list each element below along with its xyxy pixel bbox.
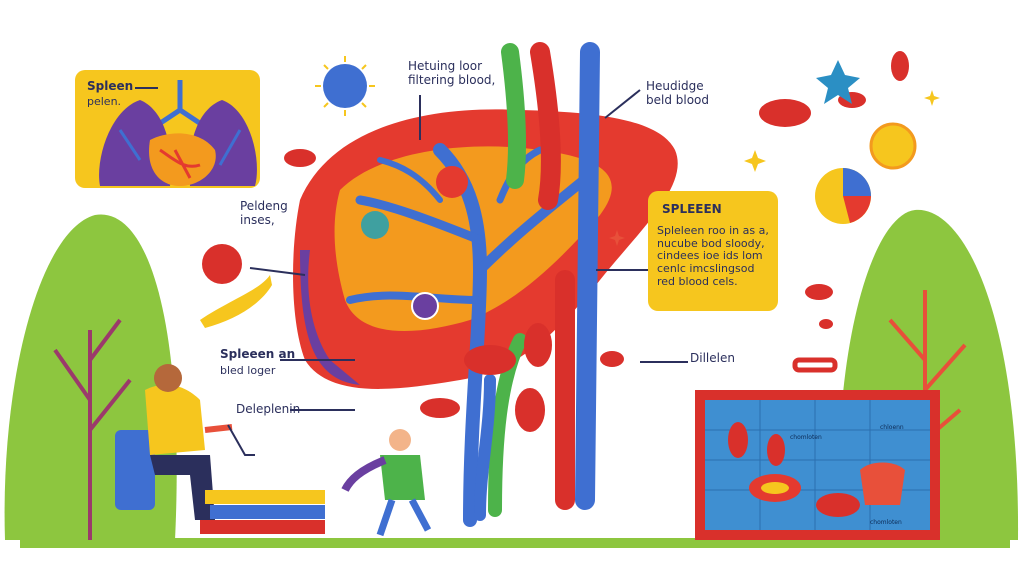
blood-cells: [284, 51, 909, 432]
board-tiny-label-1: chomloten: [790, 434, 822, 441]
person-sitting: [115, 364, 255, 520]
lungs-card-subtitle: pelen.: [87, 95, 122, 108]
main-vessels: [474, 42, 600, 521]
filtering-blood-label: Hetuing loor filtering blood,: [408, 59, 496, 87]
info-card-body: Spleleen roo in as a, nucube bod sloody,…: [657, 224, 769, 288]
info-card-title: SPLEEEN: [662, 202, 722, 216]
child-running: [341, 429, 432, 537]
blood-storage-label: Heudidge beld blood: [646, 79, 710, 107]
ground-strip: [20, 538, 1010, 548]
pointer-lines: [249, 89, 688, 411]
virus-icon: [315, 56, 375, 116]
lungs-icon: [99, 80, 257, 186]
cell-red-left: [202, 244, 242, 284]
book-stack: [200, 490, 325, 534]
spleen-an-label: Spleeen an: [220, 347, 296, 361]
board-tiny-label-2: chloenn: [880, 424, 904, 431]
board-tiny-label-3: chomloten: [870, 519, 902, 526]
chart-board: [695, 357, 940, 540]
bled-loger-label: bled loger: [220, 364, 276, 377]
orange-slice-icon: [869, 122, 917, 170]
cell-red-organ: [436, 166, 468, 198]
dillelen-label: Dillelen: [690, 351, 735, 365]
pie-icon: [815, 168, 871, 224]
badge-check: [411, 292, 439, 320]
deleplenin-label: Deleplenin: [236, 402, 301, 416]
sparkles: [609, 90, 940, 246]
info-card: [648, 191, 778, 311]
banana-shape: [200, 275, 272, 328]
lungs-card-title: Spleen: [87, 79, 134, 93]
star-teal-icon: [816, 60, 860, 104]
cell-teal: [361, 211, 389, 239]
peldeng-label: Peldeng inses,: [240, 199, 288, 227]
